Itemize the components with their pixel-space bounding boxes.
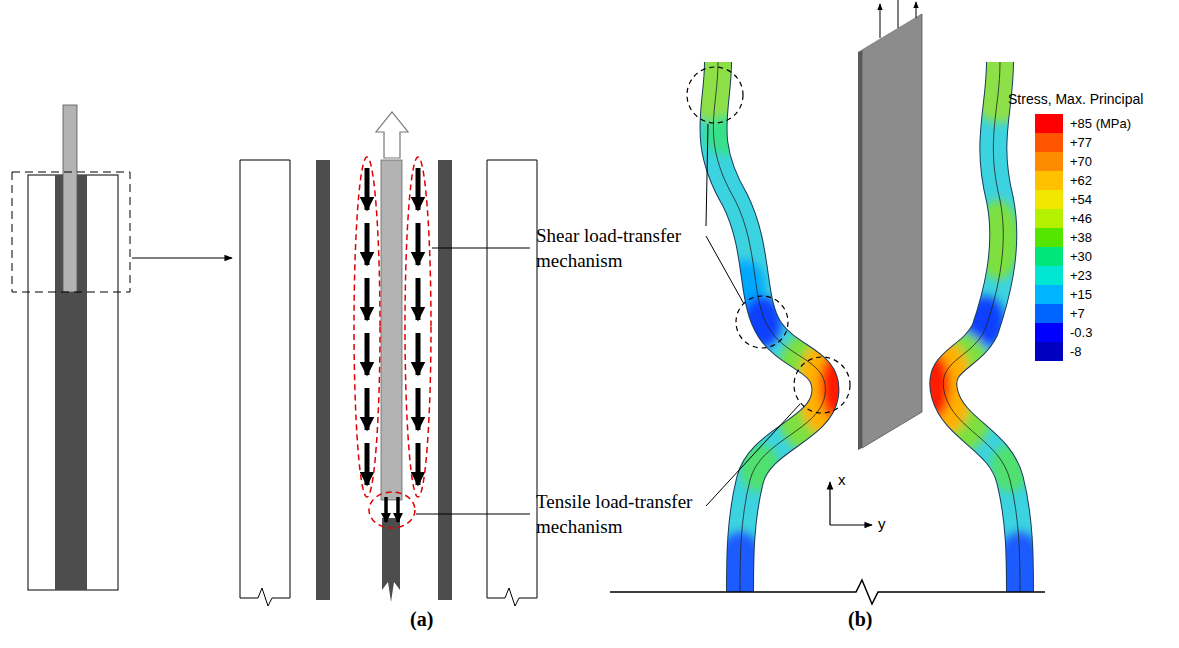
legend-value: -8 (1070, 344, 1082, 359)
shear-arrow (416, 168, 421, 210)
legend-swatch (1035, 285, 1063, 304)
shear-arrow (416, 443, 421, 485)
mechanism-label: Tensile load-transfer mechanism (536, 490, 721, 539)
legend-swatch (1035, 133, 1063, 152)
legend-row: -8 (1035, 342, 1131, 361)
fe-model (610, 0, 1050, 612)
legend-swatch (1035, 152, 1063, 171)
legend-row: +30 (1035, 247, 1131, 266)
legend-title: Stress, Max. Principal (1008, 90, 1143, 108)
shear-arrow (416, 223, 421, 265)
shear-arrow (365, 278, 370, 320)
panel-label: (b) (848, 606, 872, 632)
legend-swatch (1035, 304, 1063, 323)
legend-value: +38 (1070, 230, 1092, 245)
legend-row: +7 (1035, 304, 1131, 323)
legend-row: +62 (1035, 171, 1131, 190)
legend-value: -0.3 (1070, 325, 1092, 340)
panel-label: (a) (410, 606, 433, 632)
legend-value: +85 (MPa) (1070, 116, 1131, 131)
legend-value: +23 (1070, 268, 1092, 283)
legend-row: +46 (1035, 209, 1131, 228)
legend-swatch (1035, 114, 1063, 133)
color-legend: +85 (MPa) +77 +70 +62 +54 +46 +38 +30 +23 +15 +7 -0… (1035, 114, 1131, 361)
legend-swatch (1035, 171, 1063, 190)
legend-value: +15 (1070, 287, 1092, 302)
axis-label: y (878, 514, 886, 534)
legend-row: +70 (1035, 152, 1131, 171)
axis-label: x (838, 470, 846, 490)
legend-swatch (1035, 247, 1063, 266)
shear-arrow (365, 168, 370, 210)
legend-value: +54 (1070, 192, 1092, 207)
legend-value: +77 (1070, 135, 1092, 150)
legend-value: +62 (1070, 173, 1092, 188)
legend-value: +7 (1070, 306, 1085, 321)
legend-value: +46 (1070, 211, 1092, 226)
shear-arrow (365, 388, 370, 430)
shear-arrow (416, 333, 421, 375)
shear-arrow (365, 443, 370, 485)
shear-arrow (416, 388, 421, 430)
legend-row: +23 (1035, 266, 1131, 285)
legend-swatch (1035, 209, 1063, 228)
legend-value: +30 (1070, 249, 1092, 264)
legend-value: +70 (1070, 154, 1092, 169)
joint-overview (12, 105, 232, 590)
joint-detail (240, 112, 537, 606)
legend-row: -0.3 (1035, 323, 1131, 342)
mechanism-label: Shear load-transfer mechanism (536, 224, 721, 273)
legend-row: +54 (1035, 190, 1131, 209)
shear-arrow (416, 278, 421, 320)
legend-row: +38 (1035, 228, 1131, 247)
legend-swatch (1035, 190, 1063, 209)
legend-swatch (1035, 266, 1063, 285)
legend-swatch (1035, 323, 1063, 342)
legend-row: +77 (1035, 133, 1131, 152)
shear-arrow (365, 333, 370, 375)
shear-arrow (365, 223, 370, 265)
legend-row: +15 (1035, 285, 1131, 304)
legend-swatch (1035, 342, 1063, 361)
legend-swatch (1035, 228, 1063, 247)
legend-row: +85 (MPa) (1035, 114, 1131, 133)
